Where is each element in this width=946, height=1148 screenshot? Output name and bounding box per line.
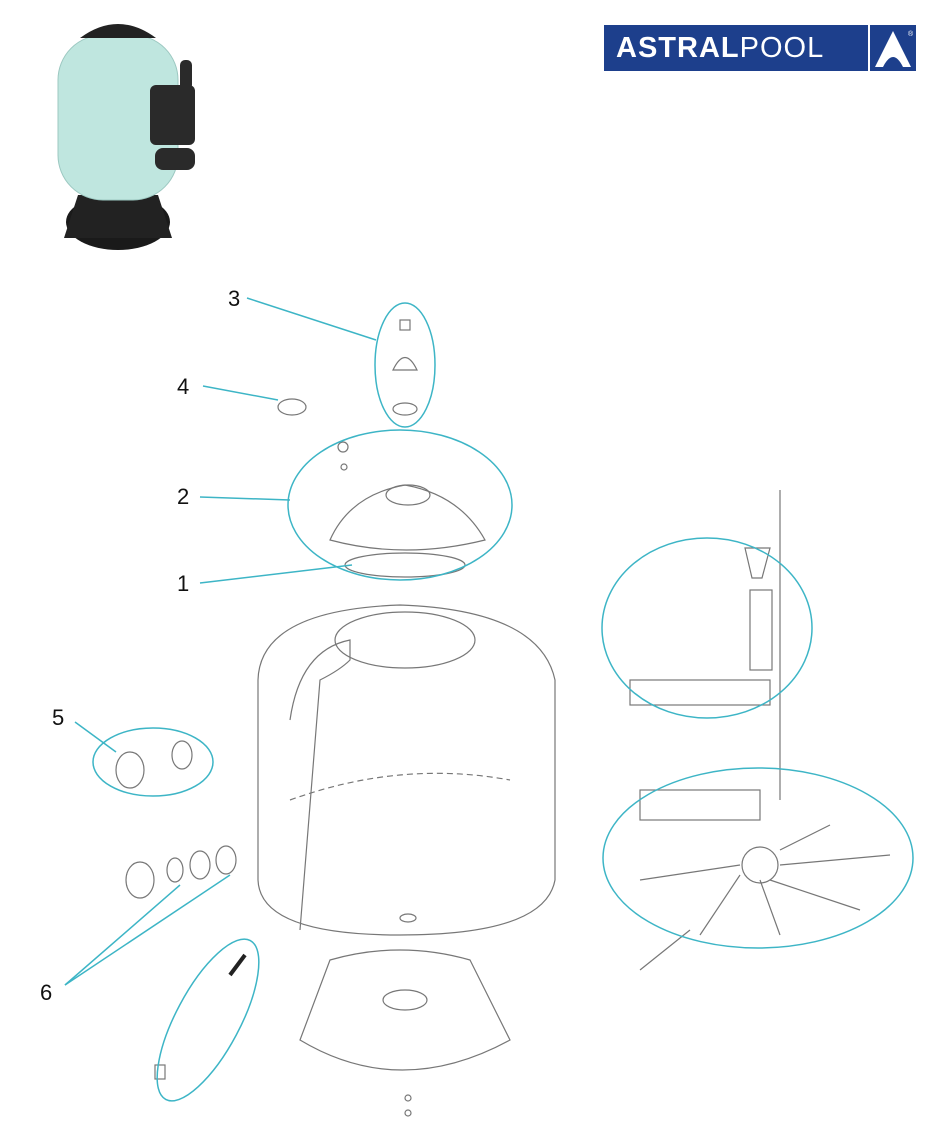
callout-1: 1 <box>177 571 190 596</box>
callout-4: 4 <box>177 374 190 399</box>
callout-2: 2 <box>177 484 190 509</box>
callout-outlines <box>64 297 914 1102</box>
logo-text-light: POOL <box>739 31 825 64</box>
internals <box>629 490 891 971</box>
filter-product-photo <box>57 24 195 250</box>
logo-text-bold: ASTRAL <box>616 31 740 64</box>
tank-body <box>257 604 556 936</box>
callout-5: 5 <box>52 705 65 730</box>
callout-6: 6 <box>40 980 53 1005</box>
tank-base <box>299 949 511 1117</box>
logo-triangle-icon: ® <box>868 25 914 71</box>
lid-assembly <box>277 319 486 578</box>
callout-3: 3 <box>228 286 241 311</box>
svg-text:®: ® <box>908 30 914 38</box>
unions-and-gaskets <box>115 740 247 1080</box>
